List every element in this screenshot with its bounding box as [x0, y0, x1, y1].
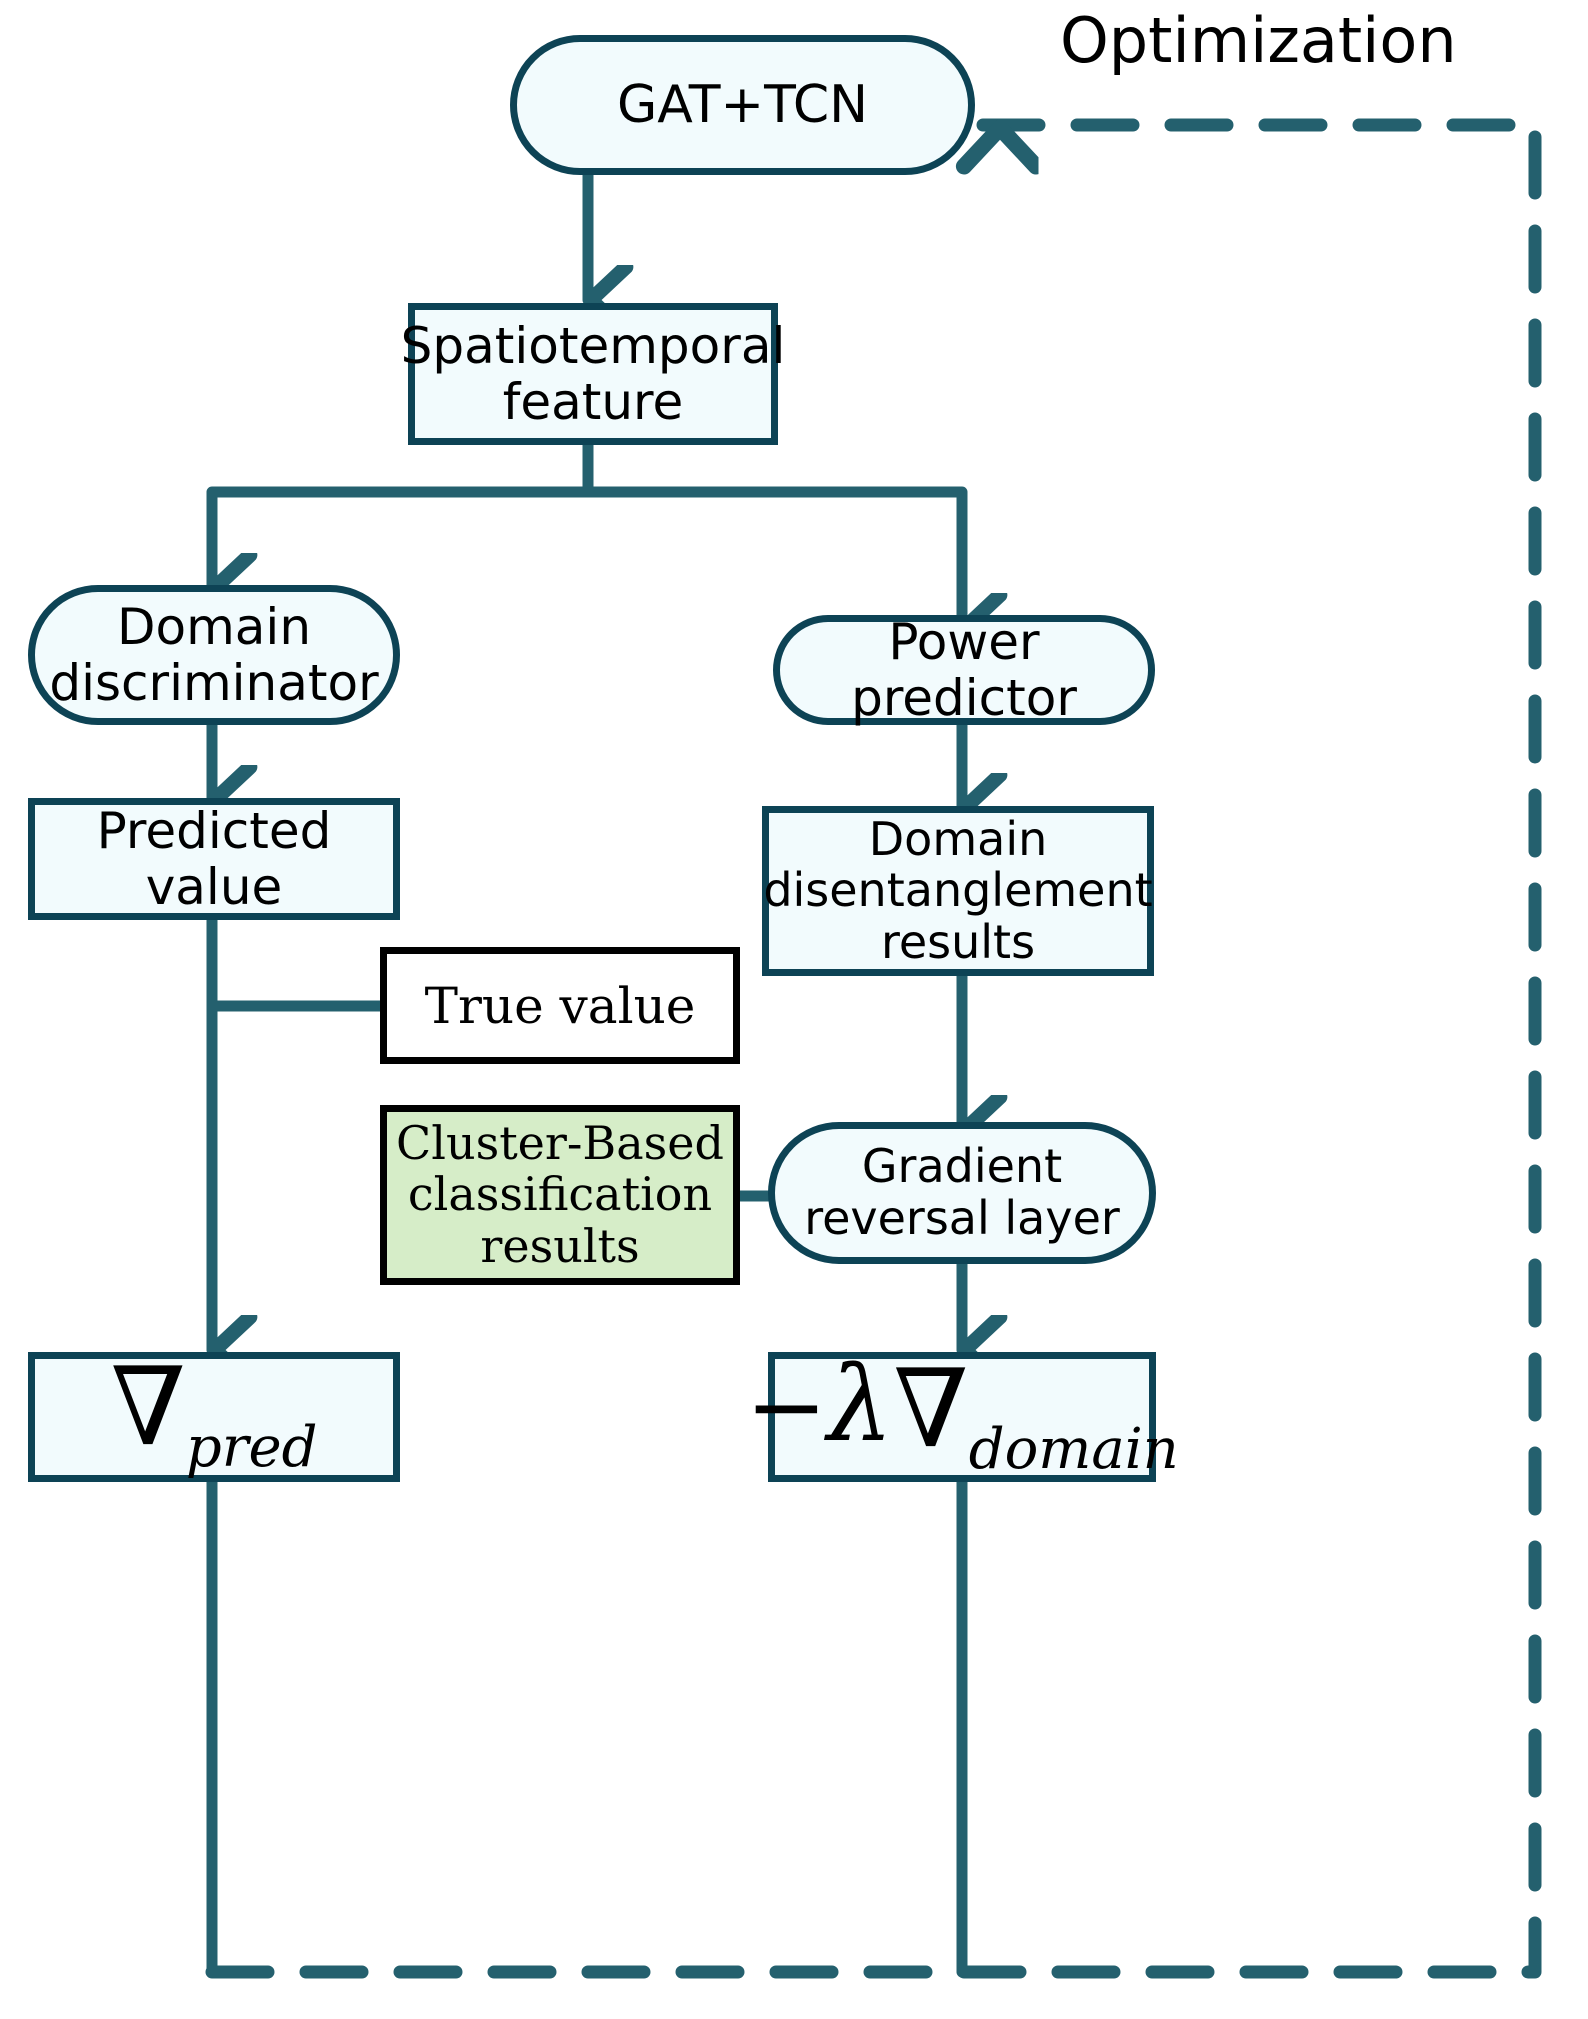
node-power-predictor[interactable]: Power predictor [773, 613, 1155, 727]
node-cluster-based-line2: classification [407, 1167, 713, 1222]
node-grad-domain[interactable]: −λ∇domain [745, 1352, 1179, 1482]
node-gradient-reversal-line2: reversal layer [804, 1191, 1120, 1245]
node-gradient-reversal-layer[interactable]: Gradient reversal layer [768, 1122, 1156, 1264]
node-domain-disentanglement-line1: Domain [868, 811, 1048, 866]
grad-domain-subscript: domain [968, 1417, 1179, 1483]
optimization-label: Optimization [1060, 4, 1457, 77]
lambda-symbol: λ [827, 1343, 894, 1466]
node-spatiotemporal-feature[interactable]: Spatiotemporal feature [401, 303, 785, 445]
node-domain-discriminator-line1: Domain [116, 598, 312, 656]
node-spatiotemporal-feature-line2: feature [502, 373, 684, 431]
nabla-icon: ∇ [110, 1345, 186, 1471]
node-gat-tcn-label: GAT+TCN [616, 74, 869, 135]
node-predicted-value-label: Predicted value [96, 802, 332, 916]
minus-sign: − [745, 1350, 828, 1465]
node-domain-disentanglement-line2: disentanglement [763, 863, 1153, 918]
node-cluster-based-results[interactable]: Cluster-Based classification results [380, 1105, 740, 1285]
node-domain-disentanglement-results[interactable]: Domain disentanglement results [762, 806, 1154, 976]
node-power-predictor-label: Power predictor [851, 613, 1077, 727]
node-spatiotemporal-feature-line1: Spatiotemporal [400, 317, 786, 375]
node-cluster-based-line1: Cluster-Based [396, 1115, 724, 1170]
node-predicted-value[interactable]: Predicted value [28, 798, 400, 920]
node-cluster-based-line3: results [480, 1218, 640, 1273]
node-gradient-reversal-line1: Gradient [861, 1139, 1063, 1194]
node-grad-pred[interactable]: ∇pred [28, 1352, 400, 1482]
node-domain-discriminator[interactable]: Domain discriminator [28, 585, 400, 725]
node-domain-disentanglement-line3: results [880, 914, 1036, 969]
node-domain-discriminator-line2: discriminator [49, 654, 379, 712]
node-true-value[interactable]: True value [380, 947, 740, 1064]
edge-spatiotemporal-bus [206, 437, 968, 626]
nabla-icon: ∇ [893, 1347, 969, 1473]
node-gat-tcn[interactable]: GAT+TCN [510, 35, 975, 175]
edge-optimization-feedback-loop [205, 118, 1542, 1979]
grad-pred-subscript: pred [185, 1415, 318, 1481]
node-true-value-label: True value [424, 976, 696, 1035]
